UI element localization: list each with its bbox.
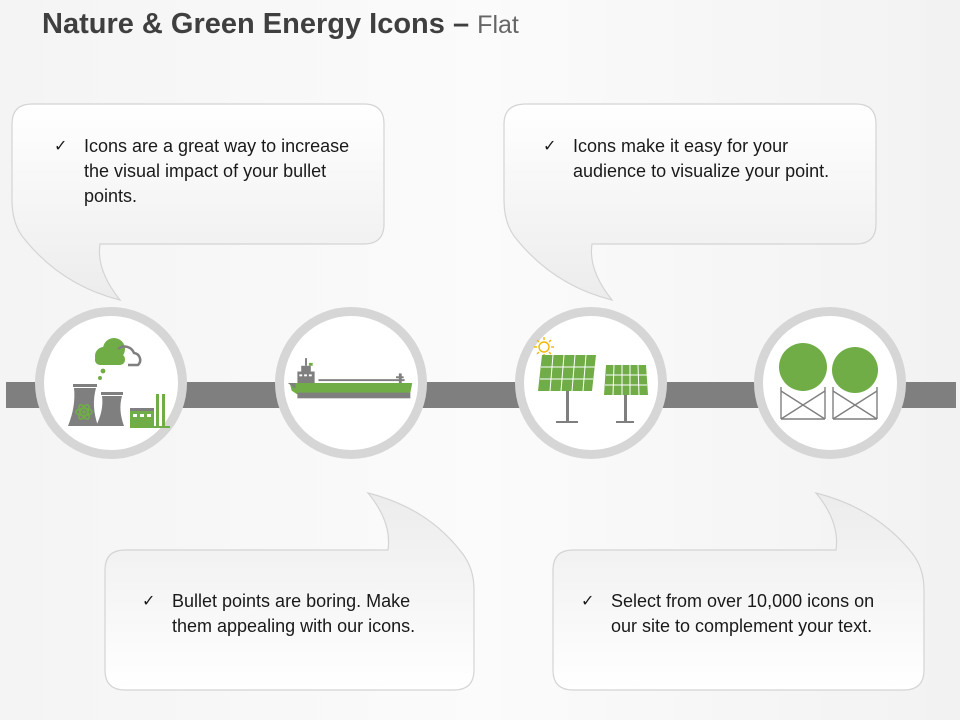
callout-2-text: Icons make it easy for your audience to … bbox=[573, 136, 830, 181]
callout-bubble-4 bbox=[552, 491, 925, 691]
solar-panels-icon bbox=[534, 337, 648, 423]
cargo-ship-icon bbox=[287, 358, 413, 399]
checkmark-icon: ✓ bbox=[543, 138, 557, 155]
callout-3: ✓ Bullet points are boring. Make them ap… bbox=[142, 589, 432, 639]
checkmark-icon: ✓ bbox=[54, 138, 68, 155]
callout-2: ✓ Icons make it easy for your audience t… bbox=[543, 134, 843, 184]
callout-3-text: Bullet points are boring. Make them appe… bbox=[172, 591, 416, 636]
callout-1-text: Icons are a great way to increase the vi… bbox=[84, 136, 350, 206]
checkmark-icon: ✓ bbox=[142, 593, 156, 610]
callout-4-text: Select from over 10,000 icons on our sit… bbox=[611, 591, 875, 636]
checkmark-icon: ✓ bbox=[581, 593, 595, 610]
title-main: Nature & Green Energy Icons bbox=[42, 8, 445, 40]
icon-circle-4 bbox=[754, 307, 906, 459]
gas-storage-tanks-icon bbox=[779, 343, 878, 420]
title-dash: – bbox=[452, 8, 470, 40]
callout-bubble-3 bbox=[104, 491, 475, 691]
title-subtitle: Flat bbox=[477, 11, 519, 39]
icon-circle-2 bbox=[275, 307, 427, 459]
callout-4: ✓ Select from over 10,000 icons on our s… bbox=[581, 589, 901, 639]
callout-bubble-2 bbox=[503, 103, 877, 302]
nuclear-power-plant-icon bbox=[68, 338, 170, 428]
icon-circle-3 bbox=[515, 307, 667, 459]
icon-circle-1 bbox=[35, 307, 187, 459]
page-title: Nature & Green Energy Icons – Flat bbox=[42, 8, 519, 41]
callout-1: ✓ Icons are a great way to increase the … bbox=[54, 134, 359, 209]
callout-bubble-1 bbox=[11, 103, 385, 302]
